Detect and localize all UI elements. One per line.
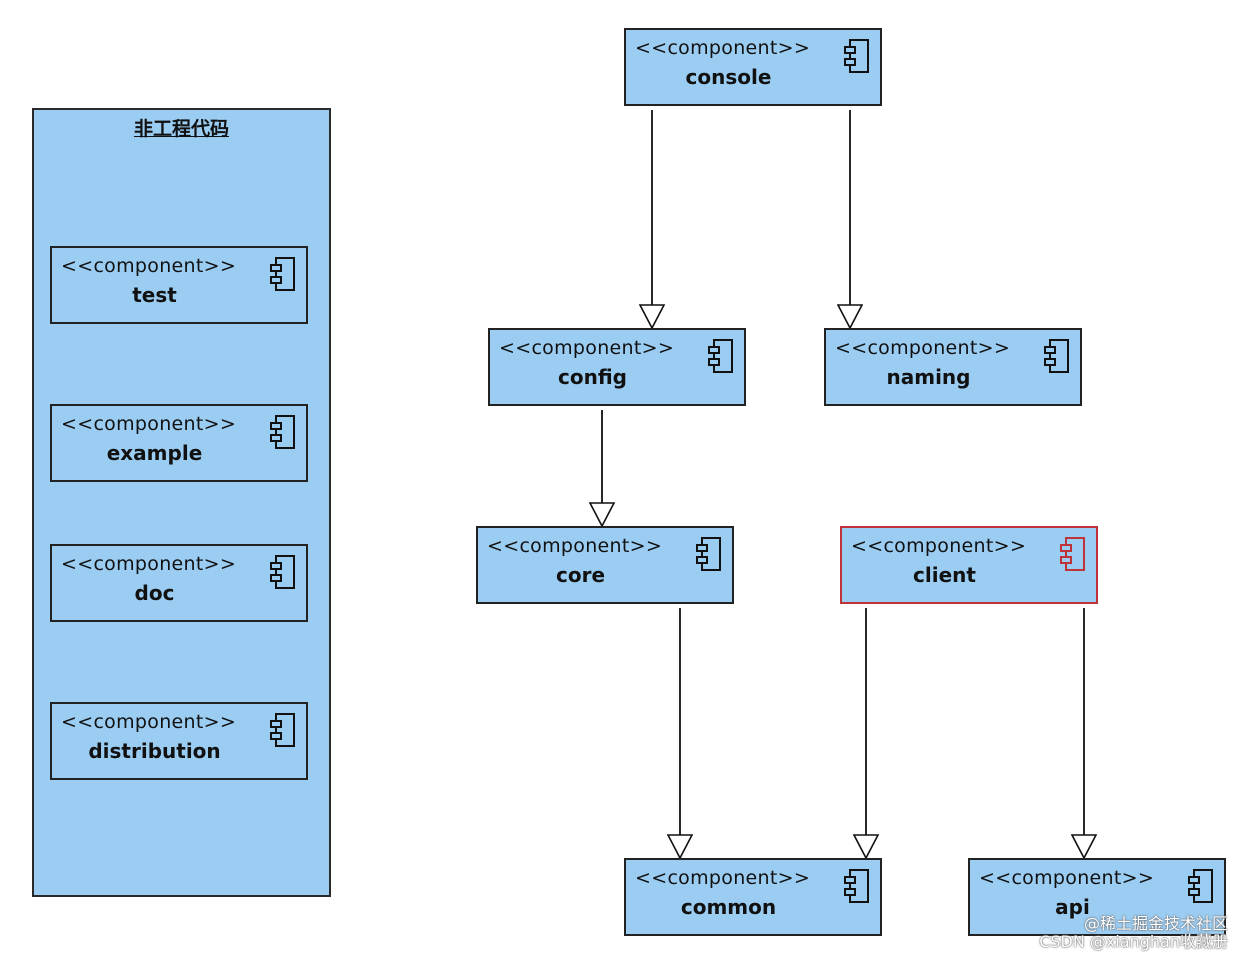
component-client[interactable]: <<component>> client [840,526,1098,604]
stereotype-label: <<component>> [635,37,811,59]
component-icon [706,338,736,374]
component-icon [842,38,872,74]
component-name: example [106,441,203,465]
component-api[interactable]: <<component>> api [968,858,1226,936]
component-icon [1042,338,1072,374]
component-core[interactable]: <<component>> core [476,526,734,604]
stereotype-label: <<component>> [61,553,237,575]
stereotype-label: <<component>> [61,413,237,435]
component-common[interactable]: <<component>> common [624,858,882,936]
component-name: console [685,65,772,89]
stereotype-label: <<component>> [499,337,675,359]
component-name: naming [886,365,971,389]
component-icon [268,712,298,748]
component-example[interactable]: <<component>> example [50,404,308,482]
component-console[interactable]: <<component>> console [624,28,882,106]
component-name: config [558,365,627,389]
stereotype-label: <<component>> [979,867,1155,889]
component-icon [268,554,298,590]
stereotype-label: <<component>> [61,711,237,733]
component-test[interactable]: <<component>> test [50,246,308,324]
component-doc[interactable]: <<component>> doc [50,544,308,622]
component-name: doc [134,581,175,605]
component-icon [694,536,724,572]
package-title: 非工程代码 [133,118,229,140]
component-icon [268,256,298,292]
component-name: test [132,283,177,307]
component-name: common [680,895,777,919]
component-icon [842,868,872,904]
watermark-csdn: CSDN @xianghan收藏册 [1039,932,1228,951]
component-name: api [1055,895,1090,919]
component-name: client [913,563,976,587]
component-distribution[interactable]: <<component>> distribution [50,702,308,780]
component-name: distribution [88,739,221,763]
component-name: core [555,563,606,587]
component-icon [1186,868,1216,904]
watermark-juejin: @稀土掘金技术社区 [1083,914,1228,933]
component-naming[interactable]: <<component>> naming [824,328,1082,406]
stereotype-label: <<component>> [635,867,811,889]
stereotype-label: <<component>> [487,535,663,557]
stereotype-label: <<component>> [835,337,1011,359]
component-config[interactable]: <<component>> config [488,328,746,406]
component-icon [1058,536,1088,572]
stereotype-label: <<component>> [851,535,1027,557]
stereotype-label: <<component>> [61,255,237,277]
component-icon [268,414,298,450]
